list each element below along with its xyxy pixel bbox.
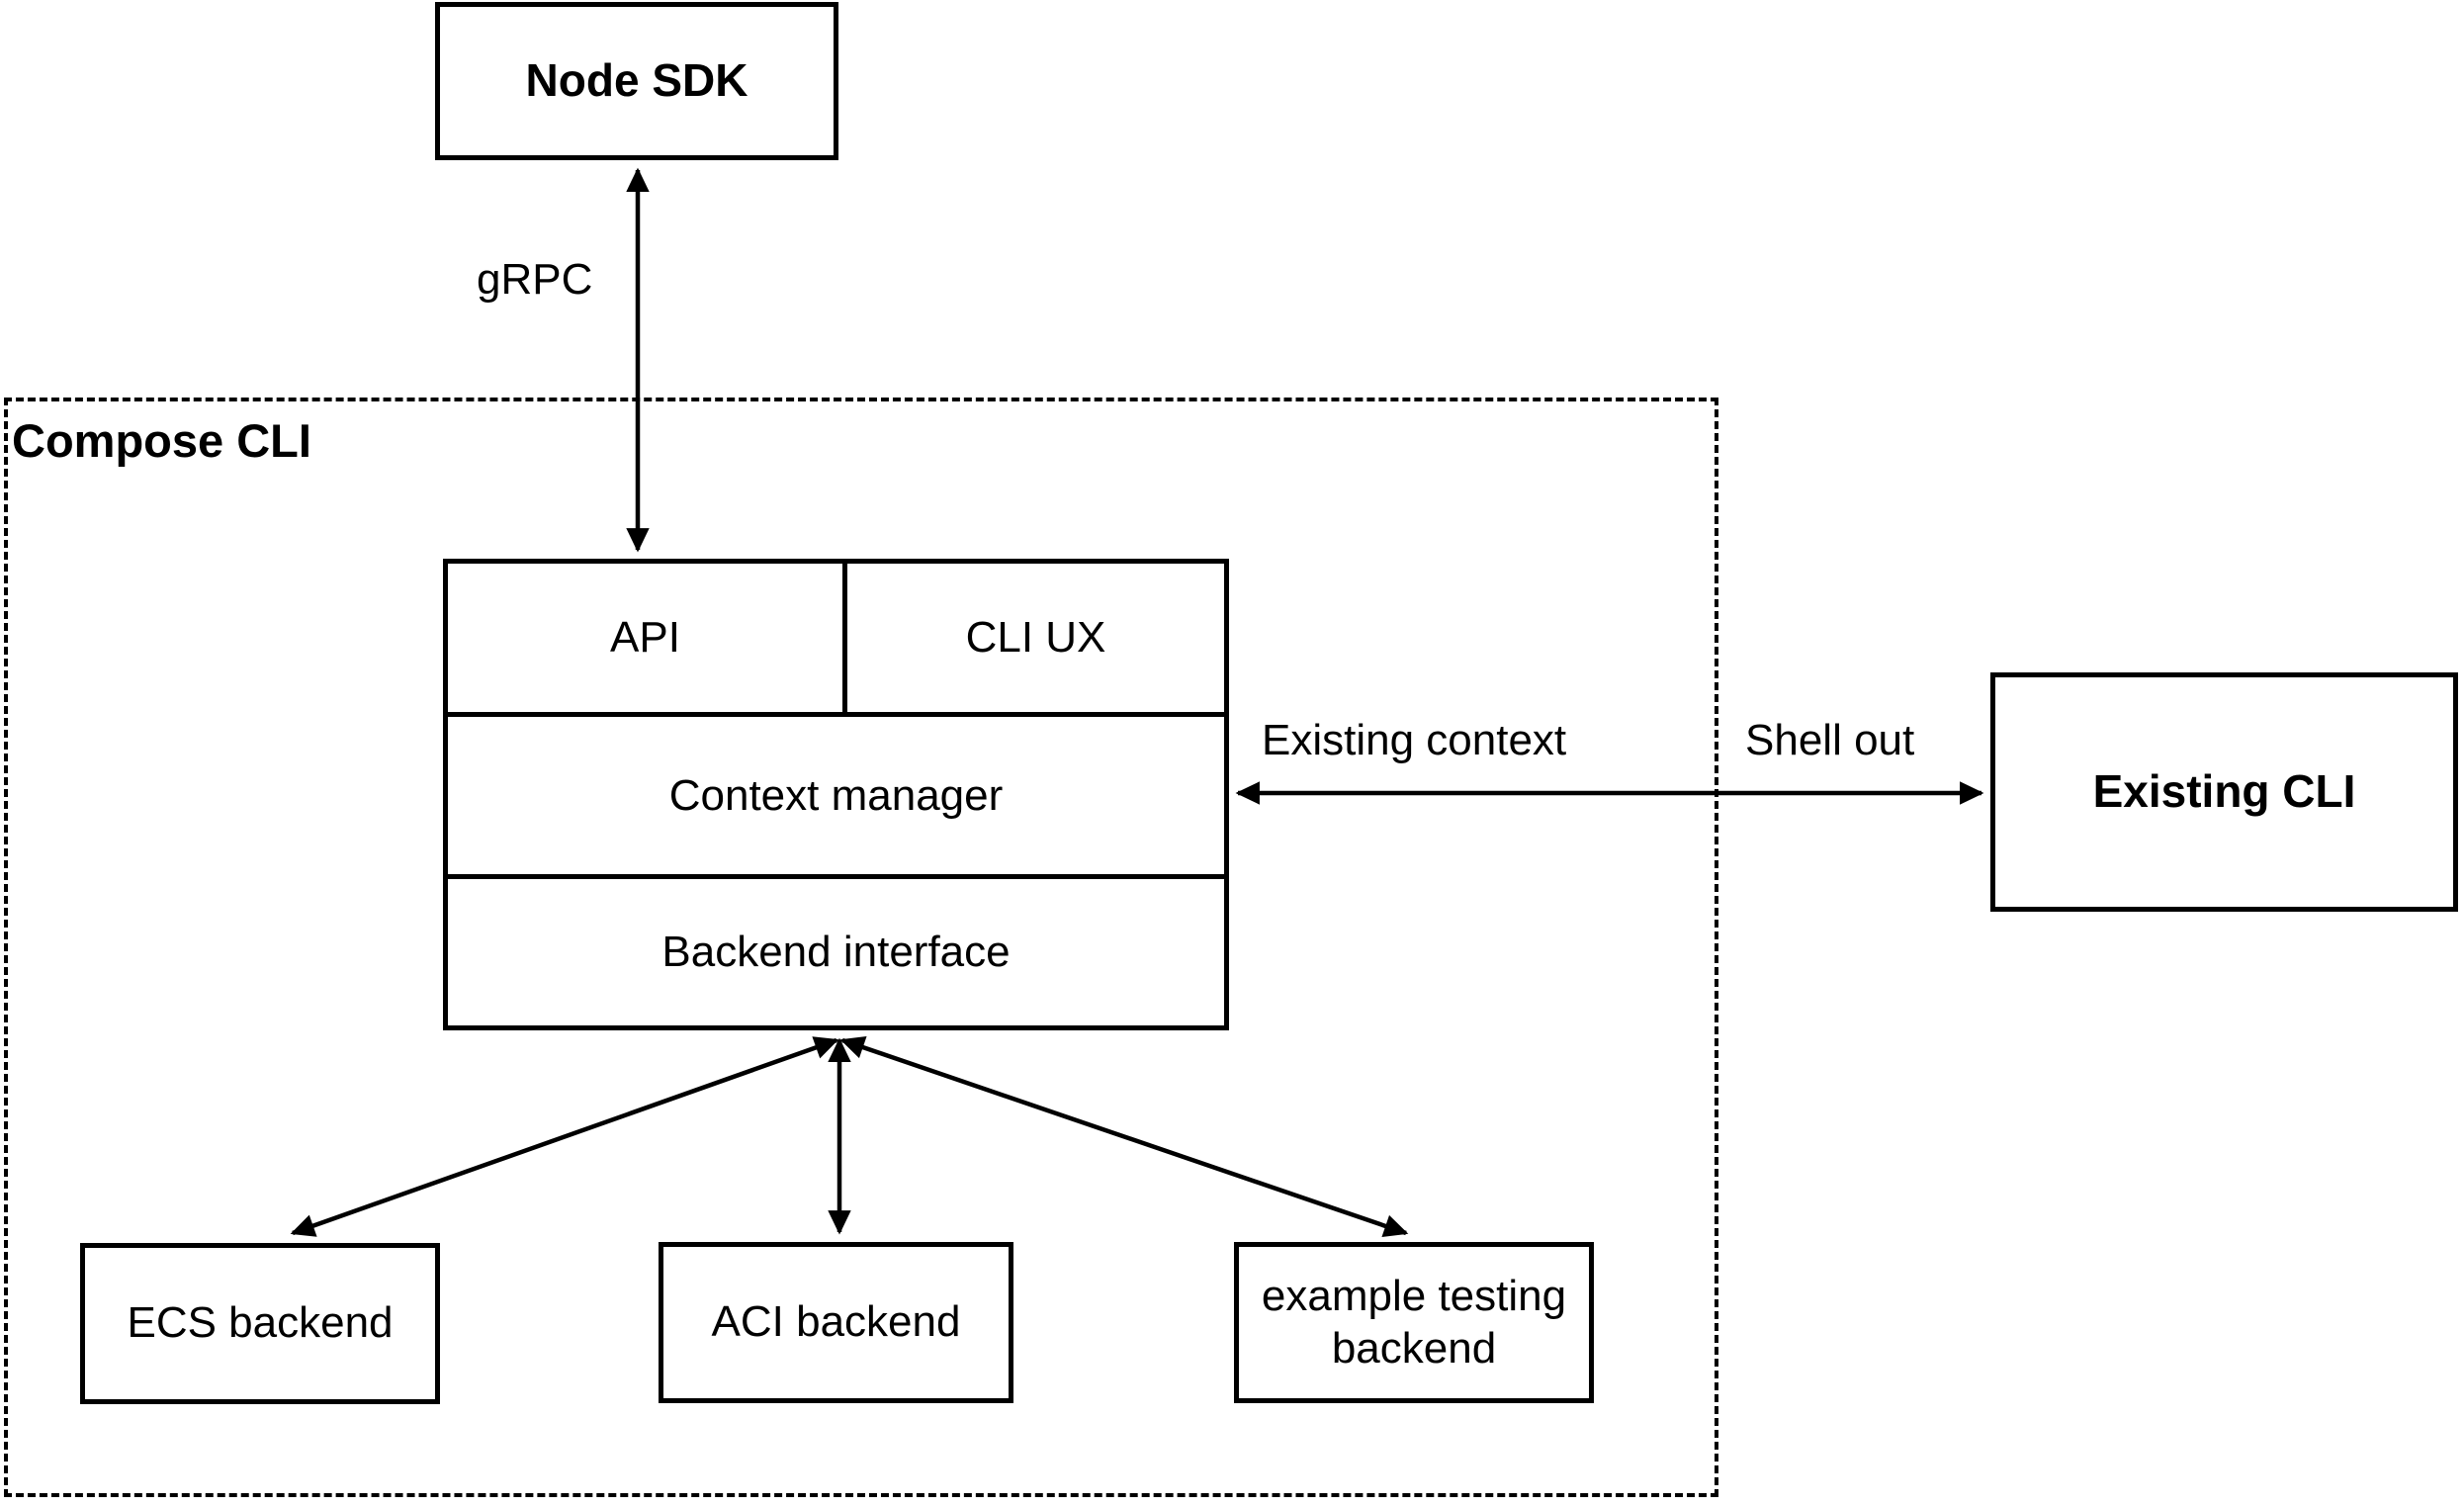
existing-cli-label: Existing CLI <box>2092 765 2356 818</box>
existing-context-edge-label: Existing context <box>1262 716 1567 764</box>
compose-cli-group-label: Compose CLI <box>12 414 311 467</box>
node-sdk-box: Node SDK <box>435 2 838 160</box>
backend-interface-box: Backend interface <box>448 874 1224 1025</box>
cli-ux-box: CLI UX <box>847 564 1224 712</box>
context-manager-box: Context manager <box>448 712 1224 874</box>
existing-cli-box: Existing CLI <box>1990 672 2458 912</box>
aci-backend-label: ACI backend <box>711 1297 961 1347</box>
ecs-backend-label: ECS backend <box>127 1298 394 1348</box>
aci-backend-box: ACI backend <box>659 1242 1013 1403</box>
node-sdk-label: Node SDK <box>525 54 748 107</box>
compose-cli-group-container <box>4 398 1718 1497</box>
api-cliux-row: API CLI UX <box>448 564 1224 712</box>
api-label: API <box>610 613 680 662</box>
shell-out-edge-label: Shell out <box>1745 716 1915 764</box>
compose-cli-core-stack: API CLI UX Context manager Backend inter… <box>443 559 1229 1030</box>
example-testing-backend-label: example testing backend <box>1261 1271 1567 1373</box>
cli-ux-label: CLI UX <box>965 613 1106 662</box>
context-manager-label: Context manager <box>668 770 1004 820</box>
grpc-edge-label: gRPC <box>477 255 593 304</box>
ecs-backend-box: ECS backend <box>80 1243 440 1404</box>
backend-interface-label: Backend interface <box>661 928 1011 976</box>
example-testing-backend-box: example testing backend <box>1234 1242 1594 1403</box>
api-box: API <box>448 564 847 712</box>
